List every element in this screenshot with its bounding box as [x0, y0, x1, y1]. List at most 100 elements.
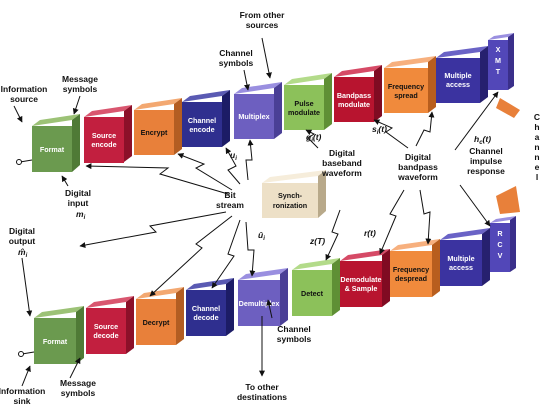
message-symbols-top-arrow: [72, 95, 81, 115]
baseband-to-pulse-bolt: [305, 129, 319, 149]
bottom-detect-block: Detect: [292, 258, 340, 316]
top-channel-encode-block: Channel encode: [182, 90, 230, 147]
digital-output-arrow: [21, 257, 33, 317]
rcv-label-v: V: [498, 251, 503, 260]
u-hat-i-label: ûi: [258, 230, 265, 242]
top-source-encode-label-2: encode: [91, 140, 116, 149]
baseband-to-detect-bolt: [325, 209, 341, 261]
bottom-channel-decode-label-1: Channel: [192, 304, 220, 313]
channel-symbols-bottom-label-1: Channel: [277, 324, 311, 334]
m-i-label: mi: [76, 209, 86, 221]
information-sink-label-2: sink: [13, 396, 30, 406]
information-source-label-2: source: [10, 94, 38, 104]
synchronization-label-1: Synch-: [278, 191, 303, 200]
digital-output-label-2: output: [9, 236, 36, 246]
bottom-multiple-access-block: Multiple access: [440, 228, 490, 286]
channel-symbols-top-label-2: symbols: [219, 58, 254, 68]
bottom-detect-label: Detect: [301, 289, 324, 298]
to-other-destinations-label-2: destinations: [237, 392, 287, 402]
digital-input-label-2: input: [68, 198, 89, 208]
bitstream-to-decrypt-bolt: [149, 215, 233, 297]
top-format-label: Format: [40, 145, 65, 154]
arrows: [13, 37, 499, 387]
bottom-demultiplex-block: Demultiplex: [238, 268, 288, 326]
g-i-t-label: gi(t): [305, 132, 322, 144]
bitstream-to-format-bolt: [85, 163, 229, 195]
bottom-format-block: Format: [34, 306, 84, 364]
info-sink-arrow: [21, 365, 31, 387]
rcv-label-c: C: [497, 240, 502, 249]
top-bandpass-modulate-block: Bandpass modulate: [334, 65, 382, 122]
bandpass-to-rcv-arrow: [459, 184, 491, 227]
bottom-format-label: Format: [43, 337, 68, 346]
from-other-sources-label-1: From other: [240, 10, 286, 20]
bottom-source-decode-block: Source decode: [86, 296, 134, 354]
digital-bandpass-label-1: Digital: [405, 152, 431, 162]
top-frequency-spread-block: Frequency spread: [384, 56, 436, 113]
xmt-label-x: X: [496, 45, 501, 54]
bottom-source-decode-label-2: decode: [93, 331, 118, 340]
bandpass-to-xmt-arrow: [454, 91, 499, 151]
h-c-t-label: hc(t): [474, 134, 491, 146]
u-i-label: ui: [230, 150, 237, 162]
digital-baseband-label-3: waveform: [321, 168, 362, 178]
channel-symbols-top-label-1: Channel: [219, 48, 253, 58]
channel-impulse-label-3: response: [467, 166, 505, 176]
bottom-multiple-access-label-1: Multiple: [447, 254, 474, 263]
bottom-output-line: [21, 351, 35, 355]
top-encrypt-block: Encrypt: [134, 98, 182, 155]
bitstream-to-channel-encode-bolt: [225, 147, 241, 185]
bolt-arrows: [79, 111, 435, 297]
top-encrypt-label: Encrypt: [141, 128, 168, 137]
digital-bandpass-label-2: bandpass: [398, 162, 438, 172]
synchronization-block: Synch- ronization: [262, 170, 326, 218]
top-bandpass-modulate-label-1: Bandpass: [337, 91, 371, 100]
top-source-encode-block: Source encode: [84, 105, 132, 163]
bottom-demodulate-label-1: Demodulate: [340, 275, 381, 284]
bottom-decrypt-label: Decrypt: [143, 318, 170, 327]
bitstream-to-source-encode-bolt: [177, 153, 233, 191]
information-sink-label-1: Information: [0, 386, 45, 396]
channel-impulse-label-1: Channel: [469, 146, 503, 156]
digital-input-label-1: Digital: [65, 188, 91, 198]
message-symbols-top-label-1: Message: [62, 74, 98, 84]
message-symbols-bottom-label-2: symbols: [61, 388, 96, 398]
bottom-channel-decode-block: Channel decode: [186, 278, 234, 336]
channel-symbols-top-arrow: [243, 69, 250, 91]
message-symbols-bottom-label-1: Message: [60, 378, 96, 388]
top-multiple-access-block: Multiple access: [436, 46, 488, 103]
information-source-label-1: Information: [1, 84, 48, 94]
xmt-label-t: T: [496, 67, 501, 76]
top-source-encode-label-1: Source: [92, 131, 116, 140]
bottom-source-decode-label-1: Source: [94, 322, 118, 331]
from-other-sources-arrow: [261, 37, 272, 79]
top-multiplex-label: Multiplex: [238, 112, 269, 121]
bandpass-to-spread-bolt: [415, 111, 435, 147]
bottom-multiple-access-label-2: access: [449, 263, 473, 272]
top-multiple-access-label-2: access: [446, 80, 470, 89]
xmt-block: X M T: [488, 33, 514, 90]
bottom-frequency-despread-label-2: despread: [395, 274, 427, 283]
bottom-frequency-despread-block: Frequency despread: [390, 239, 440, 297]
top-format-block: Format: [32, 114, 80, 172]
rcv-block: R C V: [490, 216, 516, 272]
z-T-label: z(T): [309, 236, 325, 246]
bandpass-to-demodulate-bolt: [379, 189, 405, 255]
synchronization-label-2: ronization: [273, 201, 307, 210]
top-channel-encode-label-2: encode: [189, 125, 214, 134]
top-pulse-modulate-label-2: modulate: [288, 108, 320, 117]
m-hat-i-label: m̂i: [18, 247, 28, 259]
bit-stream-label-1: Bit: [224, 190, 236, 200]
digital-bandpass-label-3: waveform: [397, 172, 438, 182]
digital-input-arrow: [61, 175, 69, 187]
rcv-label-r: R: [497, 229, 503, 238]
info-source-arrow: [13, 105, 23, 123]
channel-symbols-bottom-arrow: [266, 299, 273, 319]
bitstream-to-demultiplex-bolt: [245, 221, 256, 277]
top-bandpass-modulate-label-2: modulate: [338, 100, 370, 109]
bottom-frequency-despread-label-1: Frequency: [393, 265, 429, 274]
